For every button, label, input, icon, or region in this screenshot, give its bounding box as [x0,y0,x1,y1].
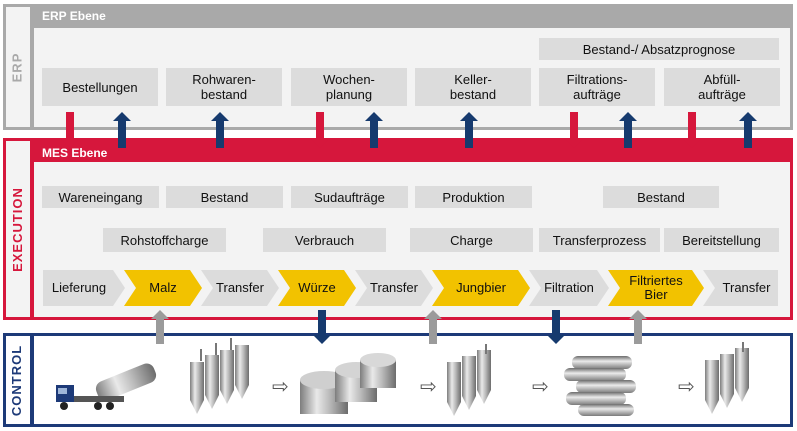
arrow-down-icon [565,112,583,148]
mes-title: MES Ebene [42,146,108,160]
mes-box: Bereitstellung [664,228,779,252]
arrow-down-icon [683,112,701,148]
arrow-up-icon [460,112,478,148]
arrow-right-icon: ⇨ [532,376,549,398]
mes-box: Sudaufträge [291,186,408,208]
arrow-up-icon [151,310,169,344]
execution-side-divider [30,138,34,320]
arrow-up-icon [211,112,229,148]
flow-step-shape [529,270,609,306]
flow-step-label: Transfer [216,280,264,295]
flow-step-label: Würze [298,280,336,295]
flow-step-shape [608,270,704,306]
erp-side-divider [30,4,34,130]
arrow-up-icon [619,112,637,148]
arrow-up-icon [113,112,131,148]
flow-step-label: Filtration [544,280,594,295]
mes-title-bar [34,138,793,162]
flow-step-shape [201,270,279,306]
arrow-right-icon: ⇨ [272,376,289,398]
erp-prognose: Bestand-/ Absatzprognose [539,38,779,60]
flow-step-shape [278,270,356,306]
flow-step-label: Filtriertes Bier [629,273,683,302]
arrow-down-icon [547,310,565,344]
erp-box: Wochen- planung [291,68,407,106]
flow-step-shape [43,270,125,306]
mes-box: Produktion [415,186,532,208]
flow-step-label: Lieferung [51,280,107,295]
arrow-up-icon [629,310,647,344]
mes-box: Transferprozess [539,228,660,252]
arrow-right-icon: ⇨ [678,376,695,398]
fermenter-group-icon [447,344,491,416]
arrow-down-icon [313,310,331,344]
flow-step-label: Transfer [370,280,418,295]
erp-box: Filtrations- aufträge [539,68,655,106]
mes-box: Bestand [603,186,719,208]
flow-step-shape [355,270,433,306]
arrow-down-icon [311,112,329,148]
arrow-down-icon [61,112,79,148]
erp-box: Bestellungen [42,68,158,106]
arrow-up-icon [739,112,757,148]
mes-box: Verbrauch [263,228,386,252]
silo-group-icon [190,338,249,414]
mes-box: Wareneingang [42,186,159,208]
arrow-up-icon [424,310,442,344]
mes-box: Rohstoffcharge [103,228,226,252]
flow-step-label: Transfer [722,280,771,295]
erp-title: ERP Ebene [42,9,106,23]
flow-step-shape [432,270,530,306]
mes-box: Charge [410,228,533,252]
arrow-right-icon: ⇨ [420,376,437,398]
truck-icon [56,363,157,410]
erp-title-bar [34,4,793,28]
erp-box: Keller- bestand [415,68,531,106]
arrow-up-icon [365,112,383,148]
bottling-tanks-icon [705,342,749,414]
erp-box: Abfüll- aufträge [664,68,780,106]
horizontal-tanks-icon [564,356,636,416]
flow-step-shape [703,270,778,306]
flow-step-label: Malz [149,280,177,295]
flow-step-label: Jungbier [456,280,506,295]
erp-box: Rohwaren- bestand [166,68,282,106]
mes-box: Bestand [166,186,283,208]
flow-step-shape [124,270,202,306]
tank-group-icon [300,353,396,414]
control-side-divider [30,333,34,427]
